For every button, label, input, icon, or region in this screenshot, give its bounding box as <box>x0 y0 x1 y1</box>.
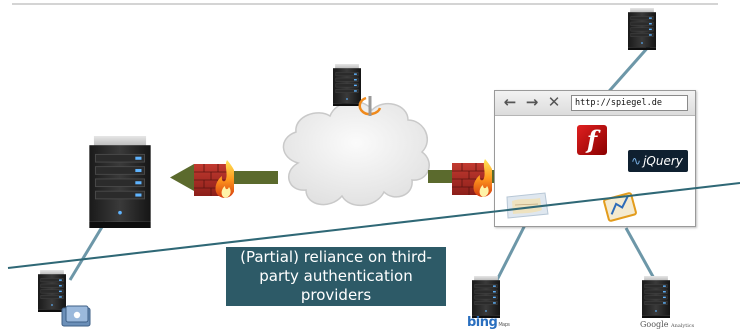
bing-maps-server-icon <box>472 275 500 319</box>
google-analytics-server-icon <box>642 275 670 319</box>
main-server-icon <box>88 136 152 228</box>
jquery-swirl-icon: ∿ <box>631 154 642 168</box>
flash-player-logo: f <box>577 125 607 155</box>
external-server-topright-icon <box>628 7 656 51</box>
bing-maps-logo: bingMaps <box>467 316 510 332</box>
firewall-left-icon <box>194 159 234 198</box>
internet-cloud-icon <box>282 100 430 206</box>
jquery-logo-text: jQuery <box>643 154 683 168</box>
google-logo-sub: Analytics <box>670 323 695 329</box>
firewall-right-icon <box>452 158 492 197</box>
openid-icon <box>358 96 382 116</box>
bing-logo-text: bing <box>467 315 498 330</box>
stop-close-icon[interactable]: ✕ <box>547 93 561 111</box>
connector-server-bottomleft-server <box>68 221 107 281</box>
forward-arrow-icon[interactable]: → <box>525 93 539 111</box>
connector-browser-ga-server <box>624 227 658 283</box>
google-analytics-logo: Google Analytics <box>640 320 694 331</box>
back-arrow-icon[interactable]: ← <box>503 93 517 111</box>
caption-text: (Partial) reliance on third-party authen… <box>240 248 432 304</box>
jquery-logo: ∿jQuery <box>628 150 688 172</box>
connector-browser-bing-server <box>494 224 527 283</box>
url-field[interactable]: http://spiegel.de <box>571 95 688 111</box>
bing-logo-sub: Maps <box>498 322 510 328</box>
google-logo-text: Google <box>640 320 669 329</box>
openid-server-icon <box>333 63 361 107</box>
caption-box: (Partial) reliance on third-party authen… <box>226 247 446 306</box>
auth-badge-icon <box>61 305 91 327</box>
browser-toolbar: ← → ✕ http://spiegel.de <box>495 91 695 116</box>
auth-server-icon <box>38 269 66 313</box>
